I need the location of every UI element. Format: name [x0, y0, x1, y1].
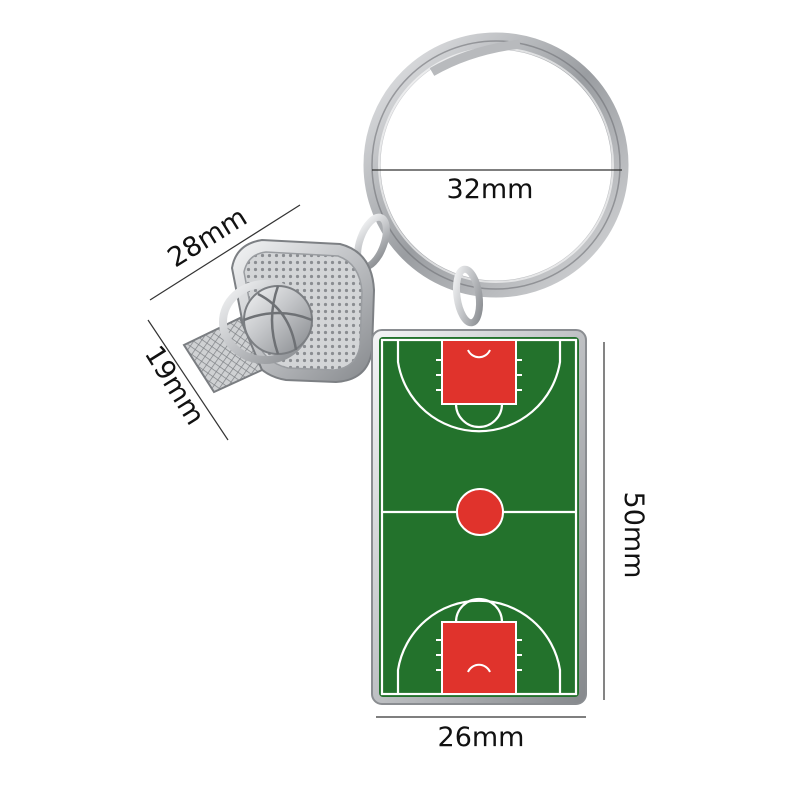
jump-ring-tag [452, 265, 484, 327]
ring-diameter-label: 32mm [447, 174, 534, 205]
basketball-hoop-charm [182, 238, 376, 394]
charm-width-dimension-line [149, 204, 301, 301]
court-height-label: 50mm [618, 492, 649, 579]
basketball-court-tag [371, 329, 587, 705]
charm-height-dimension-line [147, 319, 229, 441]
court-width-label: 26mm [438, 722, 525, 753]
key-ring [363, 32, 629, 298]
